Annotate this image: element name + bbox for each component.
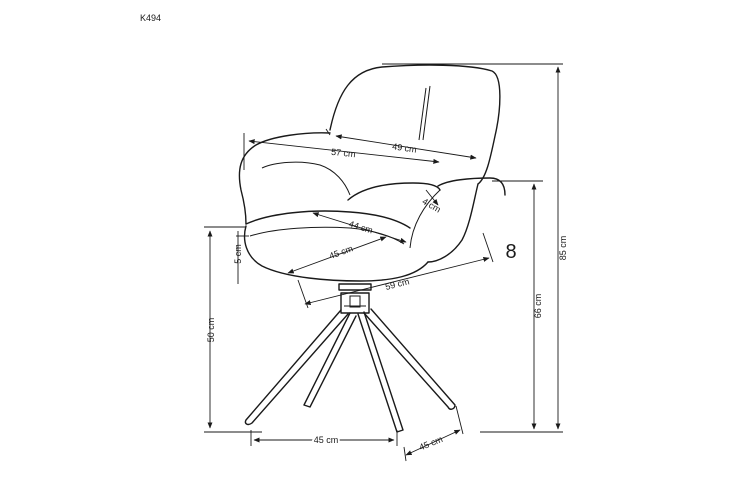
armrest-thickness-label: 4 cm bbox=[421, 196, 443, 214]
dim-base-width: 45 cm bbox=[250, 430, 398, 447]
backrest-stitch-2 bbox=[418, 87, 427, 141]
chair-legs bbox=[244, 308, 456, 433]
dim-overall-depth: 59 cm bbox=[297, 232, 494, 309]
chair-illustration bbox=[238, 64, 506, 433]
seat-depth-label: 45 cm bbox=[328, 243, 354, 261]
dim-base-depth: 45 cm bbox=[403, 405, 464, 462]
dim-seat-height: 50 cm bbox=[204, 226, 262, 433]
dim-seat-depth: 45 cm bbox=[287, 236, 387, 274]
armrest-height-label: 66 cm bbox=[533, 294, 543, 319]
dim-armrest-height: 66 cm bbox=[492, 180, 543, 430]
overall-width-label: 57 cm bbox=[331, 147, 356, 160]
dim-armrest-thickness: 4 cm bbox=[421, 189, 443, 215]
right-arm-inner bbox=[409, 189, 441, 249]
left-armrest-inner bbox=[261, 161, 351, 196]
inner-back bbox=[347, 182, 441, 201]
right-armrest-outline bbox=[437, 177, 506, 196]
backrest-width-label: 49 cm bbox=[392, 141, 418, 154]
seat-width-label: 44 cm bbox=[348, 219, 374, 236]
seat-thickness-label: 5 cm bbox=[233, 244, 243, 264]
seat-height-label: 50 cm bbox=[206, 318, 216, 343]
dim-seat-thickness: 5 cm bbox=[233, 231, 249, 284]
base-depth-label: 45 cm bbox=[418, 434, 444, 452]
dim-overall-height: 85 cm bbox=[382, 63, 568, 433]
right-arm-side bbox=[427, 183, 479, 263]
left-armrest-outline bbox=[238, 132, 331, 225]
seat-top bbox=[245, 210, 411, 229]
backrest-stitch bbox=[422, 85, 431, 141]
dim-backrest-width: 49 cm bbox=[325, 128, 477, 160]
overall-height-label: 85 cm bbox=[558, 236, 568, 261]
backrest-outline bbox=[329, 64, 501, 185]
base-width-label: 45 cm bbox=[314, 435, 339, 445]
seat-front-edge bbox=[249, 226, 405, 245]
product-code: K494 bbox=[140, 13, 161, 23]
swivel-symbol: 8 bbox=[505, 241, 516, 263]
